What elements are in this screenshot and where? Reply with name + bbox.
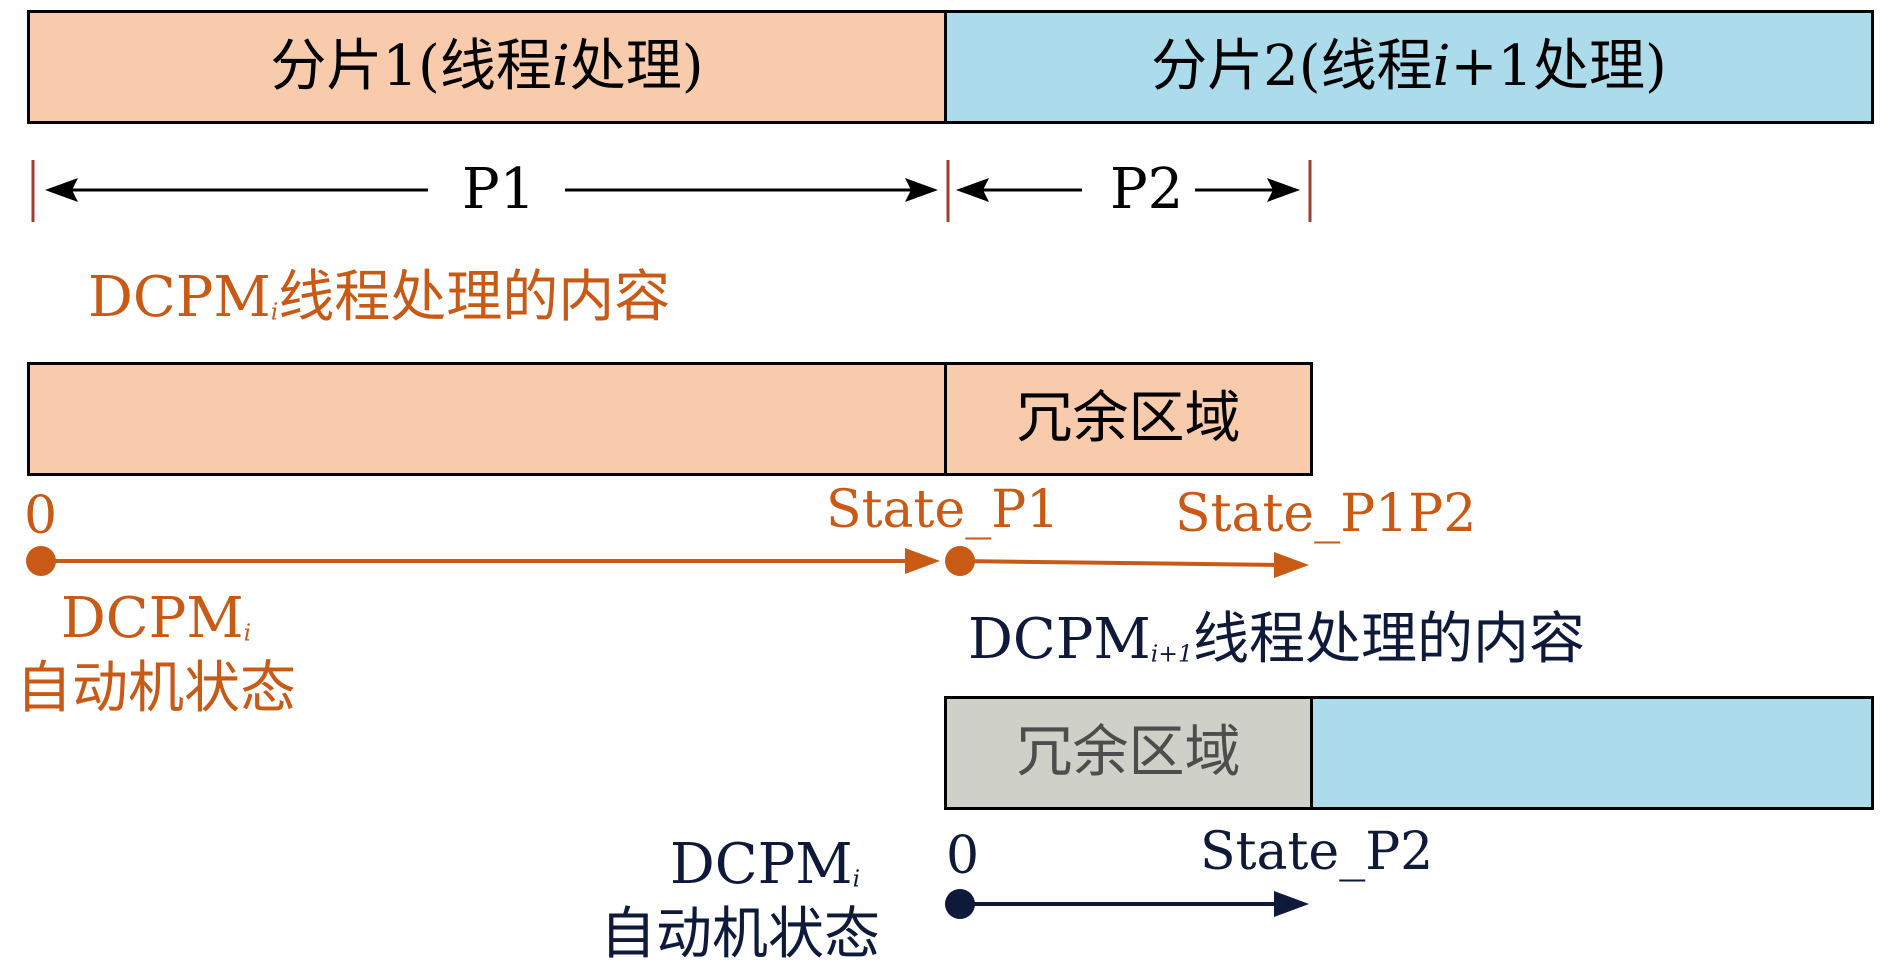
dcpm-i-redundant-label: 冗余区域 <box>1016 386 1241 451</box>
shard-2-label-pre: 分片2(线程 <box>1151 34 1433 99</box>
shard-2-box: 分片2(线程i+1处理) <box>944 10 1874 124</box>
p1-arrowhead-left <box>45 178 78 202</box>
shard-1-label-post: 处理) <box>569 34 704 99</box>
p2-arrowhead-left <box>956 178 989 202</box>
dcpm-i1-automaton-line1: DCPMi <box>600 830 880 900</box>
state-p2-label: State_P2 <box>1200 822 1434 882</box>
shard-1-label-var: i <box>551 34 570 99</box>
shard-2-label-var: i <box>1432 34 1451 99</box>
p2-label: P2 <box>1110 157 1184 222</box>
dcpm-i1-automaton-caption: DCPMi 自动机状态 <box>600 830 880 970</box>
dcpm-i1-content-box <box>1310 696 1874 810</box>
dcpm-i-header-rest: 线程处理的内容 <box>278 265 671 330</box>
dcpm-i1-automaton-line2: 自动机状态 <box>600 902 880 967</box>
dcpm-i1-redundant-box: 冗余区域 <box>944 696 1313 810</box>
dcpm-i-automaton-main: DCPM <box>60 586 244 651</box>
dcpm-i1-header: DCPMi+1线程处理的内容 <box>968 612 1585 668</box>
dcpm-i-arrow-2 <box>959 559 1283 567</box>
state-p1p2-label: State_P1P2 <box>1175 484 1477 544</box>
p1-arrowhead-right <box>905 178 938 202</box>
dcpm-i-header: DCPMi线程处理的内容 <box>88 270 670 326</box>
dcpm-i-start-label: 0 <box>24 486 58 546</box>
dcpm-i-automaton-line2: 自动机状态 <box>16 656 296 721</box>
dcpm-i1-arrowhead <box>1274 891 1309 917</box>
p1-label: P1 <box>462 157 536 222</box>
dcpm-i1-start-dot <box>945 889 975 919</box>
shard-1-label-pre: 分片1(线程 <box>270 34 552 99</box>
dcpm-i-content-box <box>27 362 947 476</box>
shard-1-label: 分片1(线程i处理) <box>270 39 703 95</box>
dcpm-i1-redundant-label: 冗余区域 <box>1016 720 1241 785</box>
dcpm-i1-header-main: DCPM <box>968 607 1151 672</box>
dcpm-i-header-main: DCPM <box>88 265 271 330</box>
dcpm-i1-automaton-main: DCPM <box>669 832 853 897</box>
shard-1-box: 分片1(线程i处理) <box>27 10 947 124</box>
dcpm-i-redundant-box: 冗余区域 <box>944 362 1313 476</box>
dcpm-i1-start-label: 0 <box>946 826 980 886</box>
dcpm-i-mid-dot <box>945 546 975 576</box>
state-p1-label: State_P1 <box>826 480 1060 540</box>
shard-2-label: 分片2(线程i+1处理) <box>1151 39 1667 95</box>
p2-arrowhead-right <box>1267 178 1300 202</box>
shard-2-label-post: +1处理) <box>1450 34 1667 99</box>
dcpm-i-arrowhead-1 <box>905 548 940 574</box>
dcpm-i-start-dot <box>26 546 56 576</box>
dcpm-i-automaton-caption: DCPMi 自动机状态 <box>16 584 296 724</box>
dcpm-i-header-sub: i <box>270 297 279 326</box>
dcpm-i-automaton-line1: DCPMi <box>16 584 296 654</box>
dcpm-i1-header-sub: i+1 <box>1150 639 1193 668</box>
dcpm-i-arrowhead-2 <box>1274 552 1309 578</box>
dcpm-i1-automaton-sub: i <box>852 864 861 893</box>
dcpm-i-automaton-sub: i <box>243 618 252 647</box>
dcpm-i1-header-rest: 线程处理的内容 <box>1192 607 1585 672</box>
